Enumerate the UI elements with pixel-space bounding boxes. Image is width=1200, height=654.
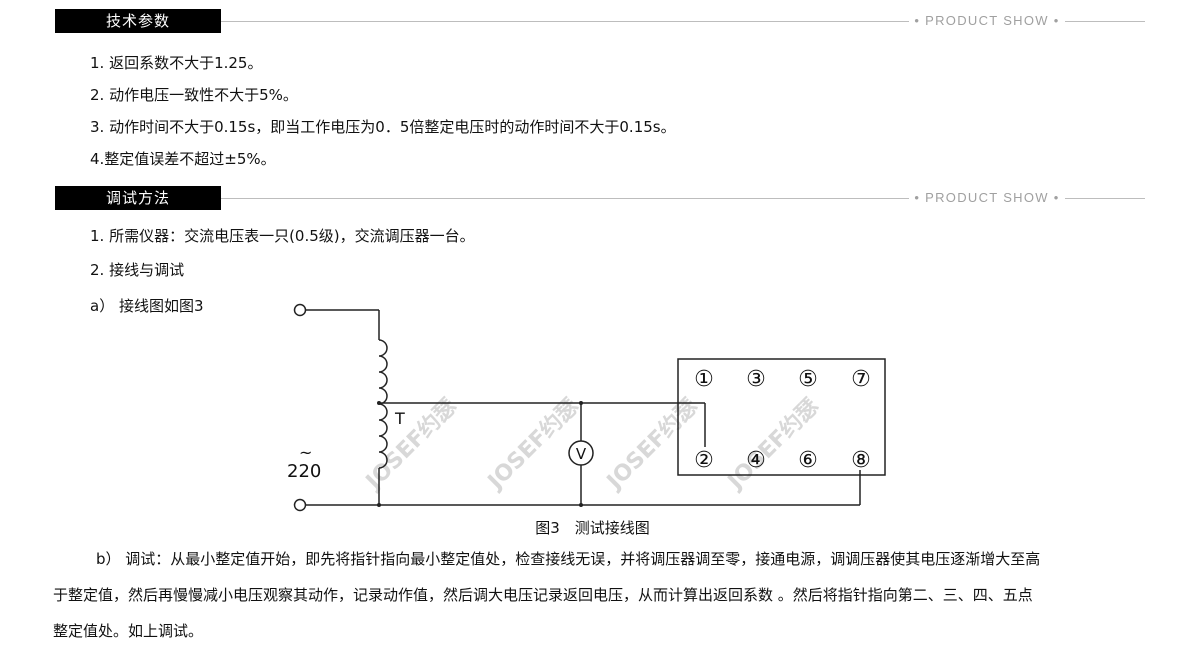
param-item: 2. 动作电压一致性不大于5%。 <box>90 86 298 104</box>
ac-source-symbol: ~ <box>299 443 312 462</box>
section-divider <box>1065 21 1145 22</box>
watermark: JOSEF约瑟 <box>600 393 702 495</box>
section-header-debug: 调试方法 • PRODUCT SHOW • <box>55 186 1145 210</box>
terminal-8: ⑧ <box>851 448 871 473</box>
debug-item: a） 接线图如图3 <box>90 297 204 315</box>
paragraph-b-line: 于整定值，然后再慢慢减小电压观察其动作，记录动作值，然后调大电压记录返回电压，从… <box>53 586 1033 604</box>
debug-item: 2. 接线与调试 <box>90 261 185 279</box>
relay-terminal-box <box>677 358 886 476</box>
product-show-label: • PRODUCT SHOW • <box>914 190 1060 205</box>
terminal-6: ⑥ <box>798 448 818 473</box>
section-title-debug: 调试方法 <box>55 186 221 210</box>
watermark-group: JOSEF约瑟 JOSEF约瑟 JOSEF约瑟 JOSEF约瑟 <box>359 393 823 495</box>
junction-dot <box>377 503 381 507</box>
junction-dot <box>579 503 583 507</box>
junction-dot <box>579 401 583 405</box>
section-header-params: 技术参数 • PRODUCT SHOW • <box>55 9 1145 33</box>
voltmeter-label: V <box>576 445 587 463</box>
debug-item: 1. 所需仪器：交流电压表一只(0.5级)，交流调压器一台。 <box>90 227 475 245</box>
terminal-5: ⑤ <box>798 367 818 392</box>
watermark: JOSEF约瑟 <box>721 393 823 495</box>
terminal-2: ② <box>694 448 714 473</box>
param-item: 3. 动作时间不大于0.15s，即当工作电压为0．5倍整定电压时的动作时间不大于… <box>90 118 676 136</box>
terminal-7: ⑦ <box>851 367 871 392</box>
section-divider <box>221 198 909 199</box>
figure-caption: 图3 测试接线图 <box>535 519 650 537</box>
product-show-label: • PRODUCT SHOW • <box>914 13 1060 28</box>
paragraph-b-line: b） 调试：从最小整定值开始，即先将指针指向最小整定值处，检查接线无误，并将调压… <box>96 550 1041 568</box>
watermark: JOSEF约瑟 <box>359 393 461 495</box>
input-terminal-bottom <box>293 498 307 512</box>
transformer-label: T <box>394 409 405 428</box>
terminal-1: ① <box>694 367 714 392</box>
junction-dot <box>377 401 381 405</box>
source-voltage-label: 220 <box>287 461 321 482</box>
param-item: 4.整定值误差不超过±5%。 <box>90 150 276 168</box>
param-item: 1. 返回系数不大于1.25。 <box>90 54 263 72</box>
watermark: JOSEF约瑟 <box>481 393 583 495</box>
input-terminal-top <box>293 303 307 317</box>
section-divider <box>221 21 909 22</box>
terminal-3: ③ <box>746 367 766 392</box>
section-divider <box>1065 198 1145 199</box>
terminal-4: ④ <box>746 448 766 473</box>
paragraph-b-line: 整定值处。如上调试。 <box>53 622 204 640</box>
section-title-params: 技术参数 <box>55 9 221 33</box>
